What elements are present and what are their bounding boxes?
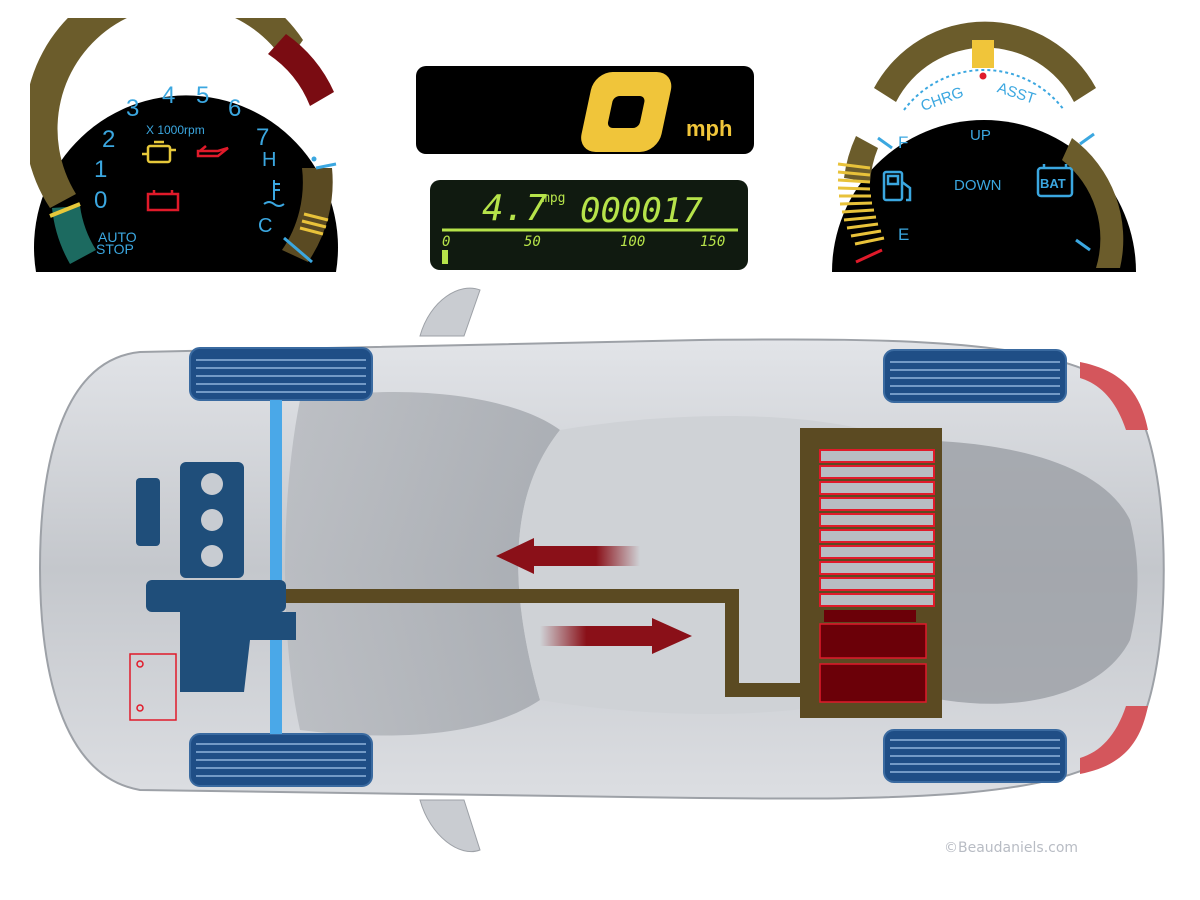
mirror-right <box>419 799 481 853</box>
scale-150: 150 <box>700 234 725 250</box>
wheel-front-right <box>189 733 373 787</box>
rpm-digit-7: 7 <box>256 124 269 151</box>
mirror-left <box>419 287 481 337</box>
power-cable <box>286 589 804 697</box>
speedometer-display: 0 mph <box>416 66 754 154</box>
car-diagram <box>38 287 1165 853</box>
battery-warning-icon <box>146 190 180 212</box>
fuel-empty-label: E <box>898 225 909 244</box>
coolant-temp-icon <box>263 180 285 207</box>
oil-pressure-icon <box>196 145 229 158</box>
ima-battery-pack <box>800 428 942 718</box>
rear-window <box>900 440 1138 704</box>
wheel-rear-left <box>883 349 1067 403</box>
scale-50: 50 <box>524 234 541 250</box>
rpm-digit-2: 2 <box>102 126 115 153</box>
battery-icon <box>1036 164 1074 198</box>
tachometer: 0 1 2 3 4 5 6 7 X 1000rpm H C AUTO STOP <box>30 18 338 273</box>
up-label: UP <box>970 127 991 144</box>
regen-arrow-right <box>540 618 692 654</box>
taillight-left <box>1080 362 1148 430</box>
rpm-digit-4: 4 <box>162 82 175 109</box>
rpm-unit-label: X 1000rpm <box>146 123 205 137</box>
assist-arrow-left <box>496 538 640 574</box>
odometer-value: 000017 <box>580 191 703 231</box>
credit-text: ©Beaudaniels.com <box>944 840 1079 856</box>
taillight-right <box>1080 706 1148 774</box>
electric-motor <box>270 400 282 734</box>
mpg-value: 4.7 <box>482 188 547 229</box>
auto-stop-line-1: AUTO <box>98 229 137 245</box>
battery-label: BAT <box>1040 176 1066 191</box>
rpm-digit-3: 3 <box>126 95 139 122</box>
rpm-digit-5: 5 <box>196 82 209 109</box>
rpm-digit-0: 0 <box>94 187 107 214</box>
transmission <box>146 580 296 692</box>
economy-bar <box>442 250 448 264</box>
tach-needle <box>49 202 81 218</box>
speed-unit: mph <box>686 116 732 141</box>
temp-bars <box>299 212 329 236</box>
fuel-full-label: F <box>898 133 908 152</box>
assist-label: ASST <box>995 79 1038 107</box>
fuel-level-bars <box>837 162 885 246</box>
wheel-front-left <box>189 347 373 401</box>
temp-cold-label: C <box>258 215 272 237</box>
fuel-economy-display: 4.7 mpg 000017 0 50 100 150 <box>430 180 748 270</box>
wheel-rear-right <box>883 729 1067 783</box>
scale-100: 100 <box>620 234 645 250</box>
rpm-digit-1: 1 <box>94 156 107 183</box>
auto-stop-line-2: STOP <box>96 241 134 257</box>
fuel-pump-icon <box>882 170 912 202</box>
charge-assist-gauge: CHRG ASST F E UP DOWN BAT <box>832 21 1136 272</box>
temp-high-label: H <box>262 149 276 171</box>
scale-0: 0 <box>442 234 450 250</box>
down-label: DOWN <box>954 177 1002 194</box>
mpg-unit: mpg <box>542 191 565 206</box>
12v-battery <box>129 653 177 721</box>
windshield <box>285 391 560 736</box>
charge-indicator <box>972 40 994 68</box>
rpm-digit-6: 6 <box>228 95 241 122</box>
engine <box>136 462 244 578</box>
check-engine-icon <box>142 140 176 164</box>
